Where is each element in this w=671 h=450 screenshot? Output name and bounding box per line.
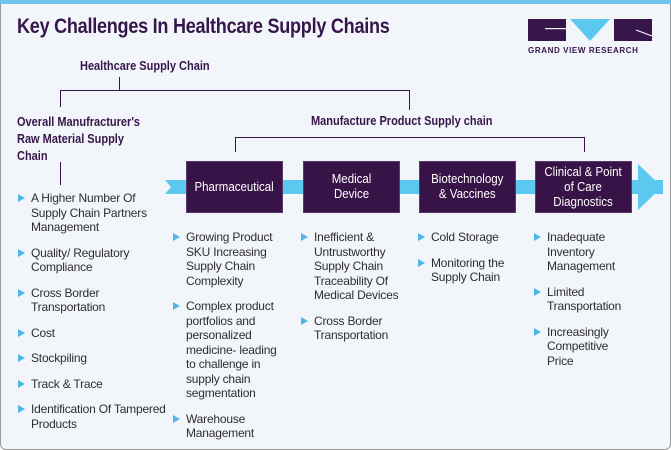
stage-box-clinical-diagnostics: Clinical & Point of Care Diagnostics (535, 161, 632, 213)
list-item: A Higher Number Of Supply Chain Partners… (18, 191, 168, 235)
stage-name: Clinical & Point (544, 164, 623, 179)
raw-material-label-line: Overall Manufracturer's (17, 115, 141, 129)
pharmaceutical-challenges-list: Growing Product SKU Increasing Supply Ch… (173, 230, 283, 450)
list-item: Stockpiling (18, 351, 168, 366)
stage-name: Biotechnology (431, 172, 504, 186)
connector-line (235, 137, 236, 152)
connector-line (409, 90, 410, 107)
list-item: Limited Transportation (534, 285, 634, 314)
list-item: Quality/ Regulatory Compliance (18, 246, 168, 275)
stage-box-medical-device: Medical Device (303, 161, 400, 213)
grand-view-research-logo: GRAND VIEW RESEARCH (528, 19, 652, 57)
arrow-head-icon (638, 164, 662, 210)
connector-line (60, 162, 61, 185)
bracket-line (235, 137, 584, 138)
stage-name: Pharmaceutical (194, 179, 275, 194)
list-item: Identification Of Tampered Products (18, 402, 168, 431)
list-item: Increasingly Competitive Price (534, 325, 634, 369)
list-item: Inadequate Inventory Management (534, 230, 634, 274)
medical-device-challenges-list: Inefficient & Untrustworthy Supply Chain… (301, 230, 411, 354)
list-item: Monitoring the Supply Chain (418, 256, 528, 285)
list-item: Growing Product SKU Increasing Supply Ch… (173, 230, 283, 288)
logo-text: GRAND VIEW RESEARCH (528, 46, 639, 55)
logo-mark-icon (528, 19, 652, 41)
stage-box-biotechnology: Biotechnology & Vaccines (419, 161, 516, 213)
connector-line (409, 100, 410, 110)
stage-name: Medical (331, 172, 372, 186)
stage-box-pharmaceutical: Pharmaceutical (186, 161, 283, 213)
list-item: Cold Storage (418, 230, 528, 245)
top-accent-bar (0, 0, 671, 4)
raw-material-label: Overall Manufracturer's Raw Material Sup… (17, 114, 140, 165)
raw-material-label-line: Raw Material Supply (17, 132, 124, 146)
arrow-tail-notch-icon (165, 180, 177, 194)
stage-name: Diagnostics (553, 194, 614, 209)
list-item: Inefficient & Untrustworthy Supply Chain… (301, 230, 411, 303)
healthcare-supply-chain-label: Healthcare Supply Chain (80, 59, 210, 73)
raw-material-challenges-list: A Higher Number Of Supply Chain Partners… (18, 191, 168, 442)
product-supply-chain-label: Manufacture Product Supply chain (311, 114, 493, 128)
page-title: Key Challenges In Healthcare Supply Chai… (17, 15, 390, 38)
connector-line (119, 77, 120, 90)
clinical-diagnostics-challenges-list: Inadequate Inventory Management Limited … (534, 230, 634, 379)
list-item: Track & Trace (18, 377, 168, 392)
list-item: Complex product portfolios and personali… (173, 299, 283, 401)
list-item: Warehouse Management (173, 412, 283, 441)
list-item: Cost (18, 326, 168, 341)
list-item: Cross Border Transportation (301, 314, 411, 343)
connector-line (60, 90, 61, 107)
raw-material-label-line: Chain (17, 149, 48, 163)
biotechnology-challenges-list: Cold Storage Monitoring the Supply Chain (418, 230, 528, 296)
stage-name: & Vaccines (439, 187, 496, 201)
list-item: Cross Border Transportation (18, 286, 168, 315)
bracket-line (60, 90, 410, 91)
stage-name: of Care (564, 179, 603, 194)
connector-line (584, 137, 585, 152)
stage-name: Device (333, 187, 370, 201)
